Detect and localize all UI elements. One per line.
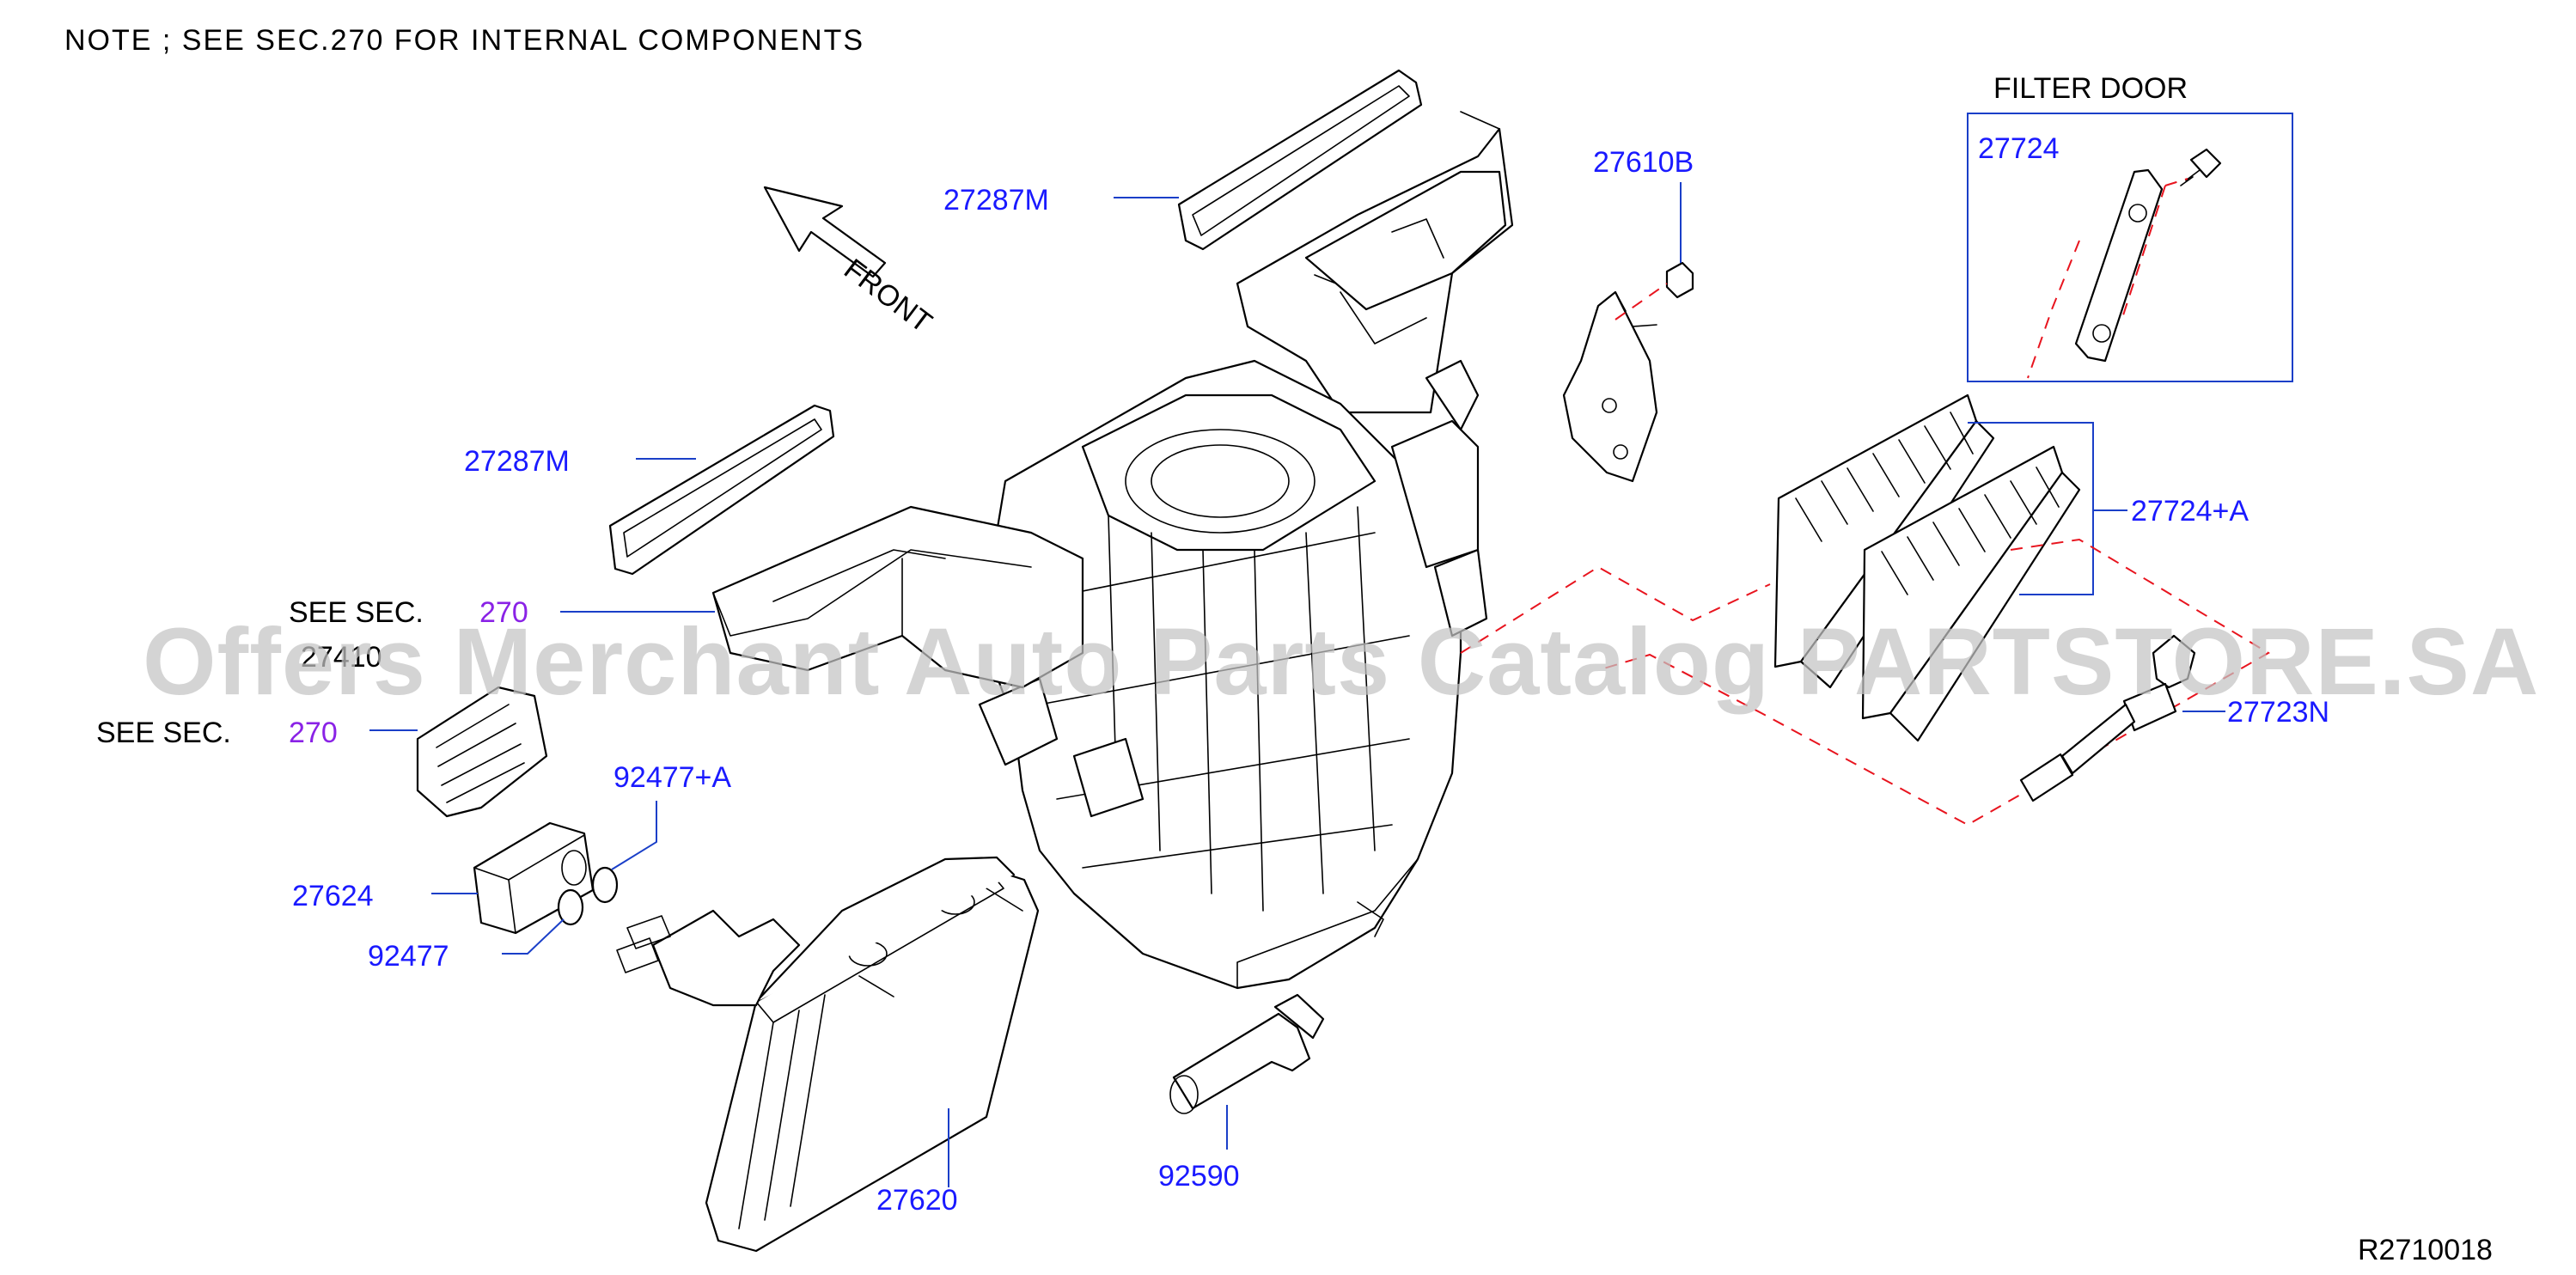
filter-door-box xyxy=(1967,113,2293,382)
part-27287m-top[interactable]: 27287M xyxy=(943,184,1049,217)
part-92477[interactable]: 92477 xyxy=(368,940,449,973)
part-27620[interactable]: 27620 xyxy=(876,1184,958,1217)
sec-270-ref-upper[interactable]: 270 xyxy=(479,596,528,629)
seal-gasket-left[interactable] xyxy=(608,404,835,576)
screw-27610b[interactable] xyxy=(1665,261,1694,299)
o-ring-92477[interactable] xyxy=(557,888,584,926)
bracket-27610b[interactable] xyxy=(1562,290,1658,483)
part-27723n[interactable]: 27723N xyxy=(2227,696,2329,729)
heater-unit-housing[interactable] xyxy=(978,111,1514,990)
o-ring-92477a[interactable] xyxy=(591,866,619,904)
sec-270-ref-lower[interactable]: 270 xyxy=(289,717,338,749)
filter-door-screw[interactable] xyxy=(2180,148,2222,186)
part-27724a[interactable]: 27724+A xyxy=(2131,495,2249,528)
air-inlet-duct[interactable] xyxy=(711,505,1084,689)
see-sec-label-lower: SEE SEC. xyxy=(96,717,231,749)
note-text: NOTE ; SEE SEC.270 FOR INTERNAL COMPONEN… xyxy=(64,24,864,57)
drain-hose[interactable] xyxy=(1169,993,1325,1114)
front-label: FRONT xyxy=(838,253,937,339)
watermark: Offers Merchant Auto Parts Catalog PARTS… xyxy=(143,609,2539,715)
diagram-id: R2710018 xyxy=(2358,1234,2493,1266)
part-27287m-left[interactable]: 27287M xyxy=(464,445,570,478)
part-92590[interactable]: 92590 xyxy=(1158,1160,1240,1193)
temperature-sensor[interactable] xyxy=(2019,634,2196,802)
seal-gasket-top[interactable] xyxy=(1177,69,1423,251)
filter-door-title: FILTER DOOR xyxy=(1993,72,2188,105)
heater-core[interactable] xyxy=(616,856,1040,1253)
partial-27410-label: 27410 xyxy=(301,641,382,674)
see-sec-label-upper: SEE SEC. xyxy=(289,596,424,629)
part-27624[interactable]: 27624 xyxy=(292,880,374,912)
part-92477a[interactable]: 92477+A xyxy=(613,761,731,794)
inlet-grille[interactable] xyxy=(416,686,548,818)
cabin-air-filter[interactable] xyxy=(1773,393,2081,742)
front-arrow-icon xyxy=(763,186,887,278)
part-27610b[interactable]: 27610B xyxy=(1593,146,1694,179)
filter-door-27724[interactable] xyxy=(2074,168,2164,363)
part-27724[interactable]: 27724 xyxy=(1978,132,2060,165)
